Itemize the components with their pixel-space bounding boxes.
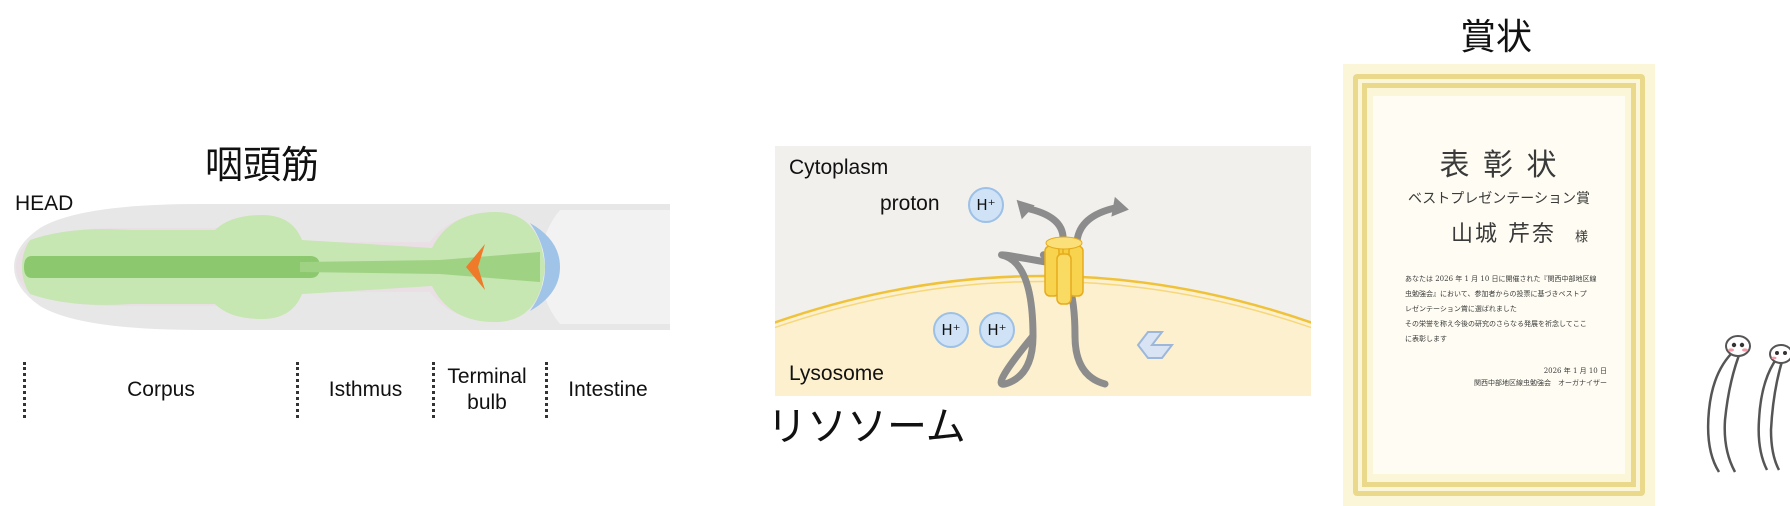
certificate-body-line: に表彰します: [1405, 335, 1447, 343]
intestine: [540, 210, 670, 324]
lysosome-caption: リソソーム: [767, 404, 966, 450]
certificate-date: 2026 年 1 月 10 日: [1543, 367, 1607, 375]
segment-divider: [545, 362, 548, 418]
certificate-inner: [1373, 96, 1625, 474]
lysosome-label: Lysosome: [789, 362, 884, 385]
segment-label-isthmus: Isthmus: [328, 378, 403, 401]
proton-label: proton: [880, 192, 940, 215]
certificate-body-line: あなたは 2026 年 1 月 10 日に開催された『関西中部地区線: [1405, 275, 1597, 283]
proton-channel: [1044, 236, 1084, 305]
segment-divider: [432, 362, 435, 418]
certificate-body-line: 虫勉強会』において、参加者からの投票に基づきベストプ: [1405, 290, 1587, 298]
certificate-honorific: 様: [1575, 230, 1589, 245]
segment-label-corpus: Corpus: [127, 378, 195, 401]
certificate-recipient: 山城 芹奈: [1451, 222, 1556, 247]
proton-ion: H⁺: [979, 312, 1015, 348]
certificate: 表 彰 状 ベストプレゼンテーション賞 山城 芹奈 様 あなたは 2026 年 …: [1343, 64, 1655, 506]
segment-label-intestine: Intestine: [568, 378, 648, 401]
valve: [530, 223, 560, 311]
certificate-heading: 表 彰 状: [1439, 148, 1559, 183]
segment-label-terminal-bulb: Terminal bulb: [447, 365, 527, 414]
certificate-body: あなたは 2026 年 1 月 10 日に開催された『関西中部地区線 虫勉強会』…: [1405, 272, 1605, 347]
cargo-hexagon: [1136, 331, 1175, 359]
certificate-issuer: 関西中部地区線虫勉強会 オーガナイザー: [1474, 379, 1607, 387]
grinder: [466, 244, 485, 290]
certificate-body-line: レゼンテーション賞に選ばれました: [1405, 305, 1517, 313]
worm-mascot-icon: [1757, 344, 1790, 471]
lysosome-panel: Cytoplasm proton H⁺ H⁺ H⁺ Lysosome: [775, 146, 1311, 396]
transport-arrow: [998, 204, 1067, 340]
pharynx-title: 咽頭筋: [205, 143, 320, 187]
cytoplasm-label: Cytoplasm: [789, 156, 889, 179]
ion-label: H⁺: [976, 196, 996, 214]
ion-label: H⁺: [941, 321, 961, 339]
segment-divider: [296, 362, 299, 418]
ion-label: H⁺: [987, 321, 1007, 339]
award-title: 賞状: [1460, 17, 1533, 58]
certificate-prize: ベストプレゼンテーション賞: [1408, 191, 1590, 207]
certificate-border: [1353, 74, 1645, 496]
head-label: HEAD: [15, 192, 74, 215]
proton-ion: H⁺: [968, 187, 1004, 223]
segment-divider: [23, 362, 26, 418]
worm-mascot-icon: [1706, 335, 1751, 473]
pharynx-diagram: [14, 204, 670, 330]
worm-mascots: [1706, 335, 1790, 473]
certificate-body-line: その栄誉を称え今後の研究のさらなる発展を祈念してここ: [1405, 320, 1587, 328]
proton-ion: H⁺: [933, 312, 969, 348]
pharynx-lumen: [24, 256, 320, 278]
